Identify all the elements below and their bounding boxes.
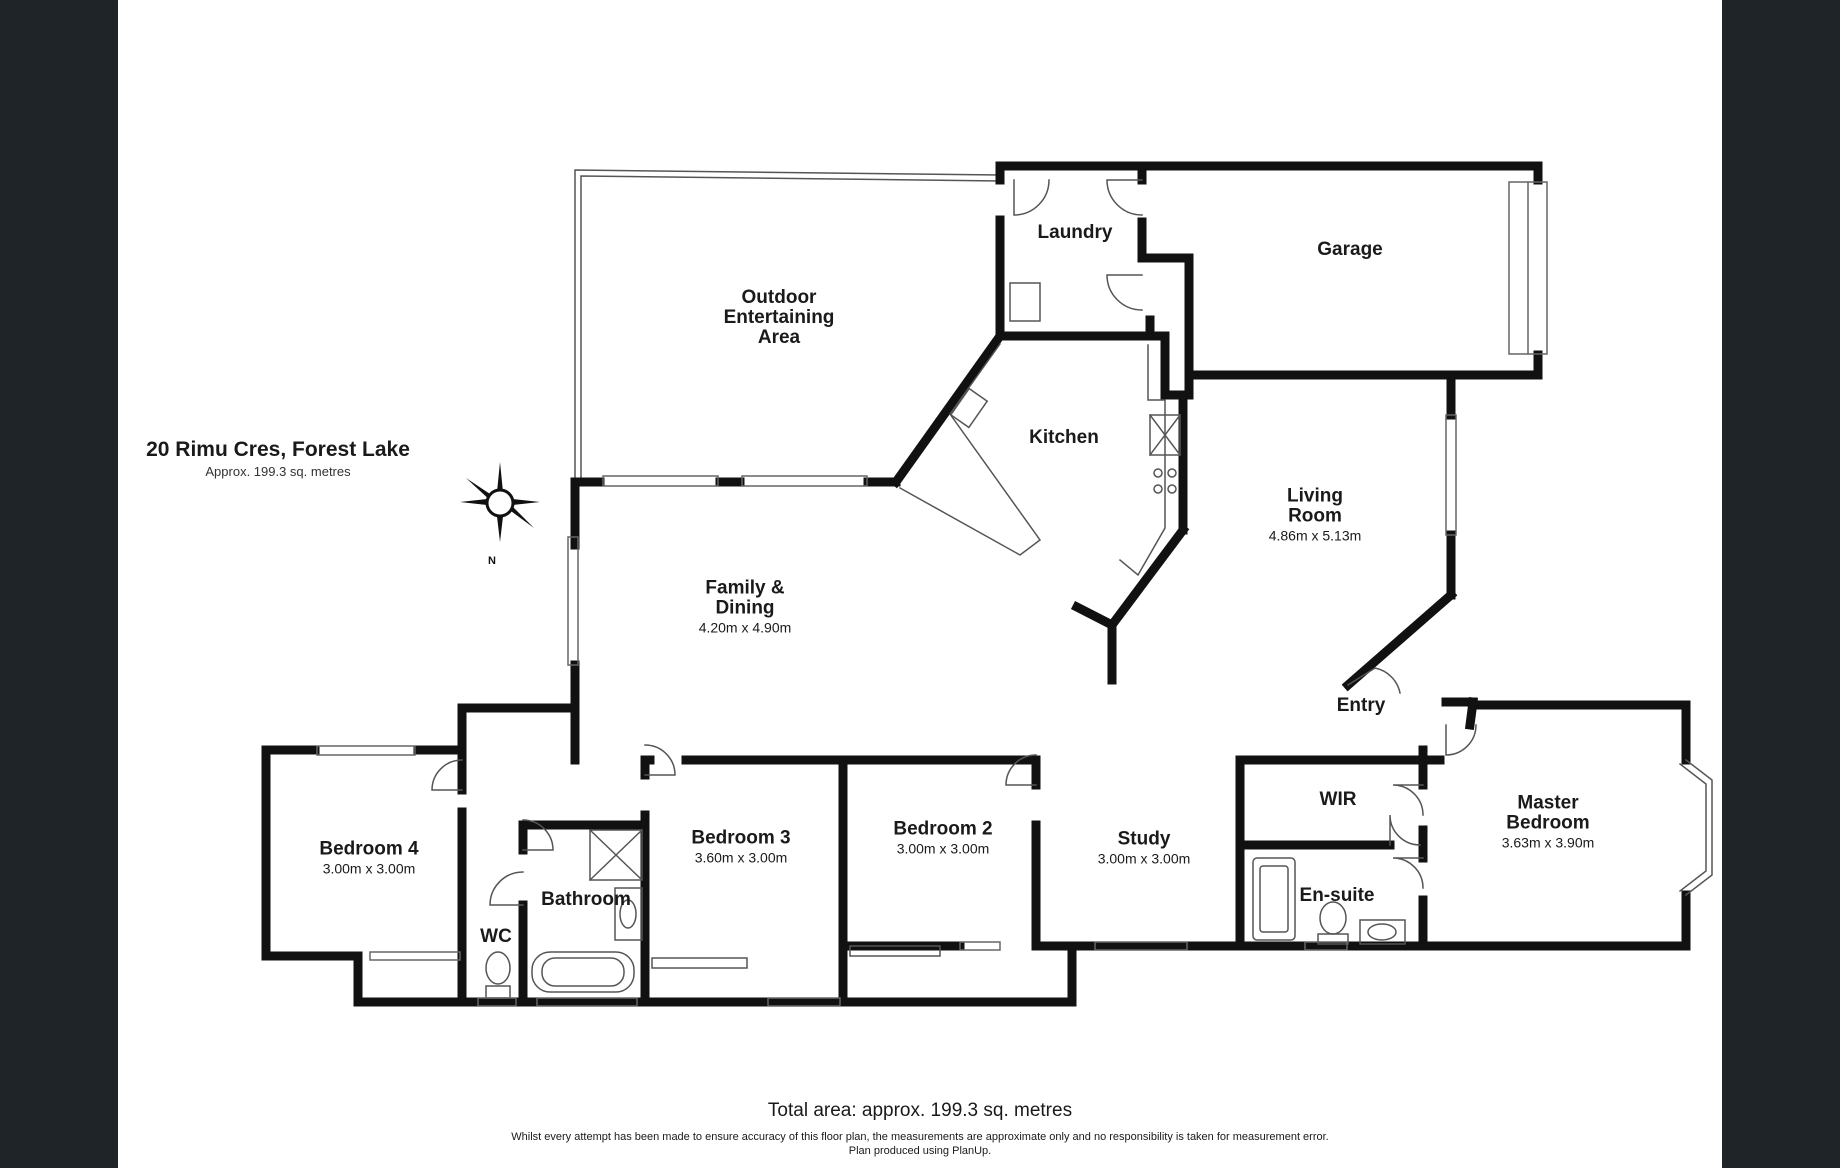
living-window [1445,414,1457,536]
room-wir: WIR [1319,788,1357,810]
door-swings [431,179,1477,906]
floor-plan-sheet: 20 Rimu Cres, Forest Lake Approx. 199.3 … [118,0,1722,1168]
compass-north-label: N [488,555,496,567]
exterior-windows [477,941,1348,1007]
bedroom-4-walls [261,477,877,1007]
garage-walls [995,161,1543,380]
room-ensuite: En-suite [1299,884,1375,906]
floor-plan-drawing [261,161,1713,1007]
room-study: Study 3.00m x 3.00m [1097,828,1191,867]
family-dining-windows [316,475,868,961]
disclaimer: Whilst every attempt has been made to en… [511,1131,1329,1143]
total-area: Total area: approx. 199.3 sq. metres [767,1100,1073,1121]
room-entry: Entry [1336,694,1386,716]
living-room-walls [1184,370,1479,731]
room-bedroom-2: Bedroom 2 3.00m x 3.00m [893,818,993,857]
property-address: 20 Rimu Cres, Forest Lake [146,438,410,461]
room-family-dining: Family & Dining 4.20m x 4.90m [698,577,792,636]
compass-rose-icon: N [452,458,548,573]
room-bathroom: Bathroom [541,888,631,910]
garage-door [1508,181,1548,355]
kitchen-benches [898,282,1182,577]
room-bedroom-3: Bedroom 3 3.60m x 3.00m [691,827,791,866]
room-living: Living Room 4.86m x 5.13m [1268,485,1362,544]
room-outdoor-entertaining: Outdoor Entertaining Area [723,286,835,349]
bathroom-fixtures [485,828,1406,999]
bathroom-walls [473,755,1186,1007]
room-garage: Garage [1317,238,1383,260]
master-bay-window [1678,758,1713,897]
approx-area: Approx. 199.3 sq. metres [205,464,351,479]
room-master-bedroom: Master Bedroom 3.63m x 3.90m [1501,792,1595,851]
outdoor-area-outline [574,169,1001,483]
room-kitchen: Kitchen [1029,426,1099,448]
footer: Total area: approx. 199.3 sq. metres Whi… [118,1100,1722,1159]
address-block: 20 Rimu Cres, Forest Lake Approx. 199.3 … [128,438,428,479]
kitchen-walls [863,329,1190,685]
master-bedroom-walls [1176,700,1691,951]
room-bedroom-4: Bedroom 4 3.00m x 3.00m [319,838,419,877]
room-wc: WC [480,925,512,947]
room-laundry: Laundry [1037,221,1113,243]
credit: Plan produced using PlanUp. [848,1145,992,1158]
